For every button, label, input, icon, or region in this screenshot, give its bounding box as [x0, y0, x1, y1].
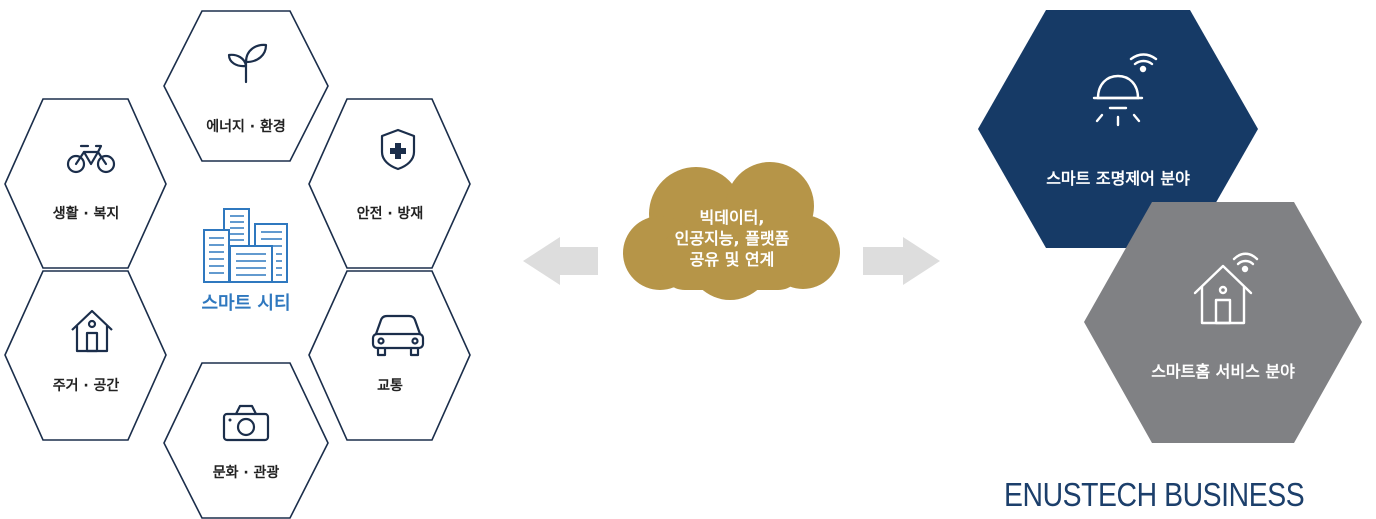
cloud-shape: [623, 162, 840, 300]
business-label-home: 스마트홈 서비스 분야: [1151, 362, 1295, 381]
shield-plus-icon: [380, 128, 416, 171]
city-windows: [209, 215, 282, 276]
smart-home-icon: [1193, 252, 1259, 325]
hex-label-traffic: 교통: [377, 378, 403, 394]
hex-label-culture: 문화 · 관광: [212, 465, 280, 481]
hex-energy[interactable]: [163, 10, 329, 162]
hex-culture[interactable]: [163, 362, 329, 519]
hex-housing[interactable]: [4, 270, 167, 441]
hex-lighting[interactable]: [978, 10, 1258, 248]
footer-title: ENUSTECH BUSINESS: [1004, 476, 1305, 513]
hex-label-safety: 안전 · 방재: [356, 206, 424, 222]
hex-label-energy: 에너지 · 환경: [206, 119, 286, 135]
car-icon: [371, 314, 425, 357]
cloud-line-2: 인공지능, 플랫폼: [674, 229, 790, 248]
arrow-right: [863, 237, 940, 285]
arrow-left: [523, 237, 598, 285]
hex-living[interactable]: [4, 98, 167, 269]
hex-label-housing: 주거 · 공간: [52, 378, 120, 394]
business-label-lighting: 스마트 조명제어 분야: [1046, 169, 1190, 188]
hex-label-living: 생활 · 복지: [52, 206, 120, 222]
cloud-line-1: 빅데이터,: [699, 208, 765, 227]
center-label-smart-city: 스마트 시티: [201, 293, 291, 314]
house-icon: [71, 309, 113, 353]
hex-traffic[interactable]: [308, 270, 471, 441]
camera-icon: [222, 404, 270, 442]
smart-light-icon: [1092, 53, 1158, 127]
hex-safety[interactable]: [308, 98, 471, 269]
cloud-line-3: 공유 및 연계: [689, 250, 775, 269]
bicycle-icon: [66, 144, 116, 174]
sprout-icon: [227, 43, 268, 84]
